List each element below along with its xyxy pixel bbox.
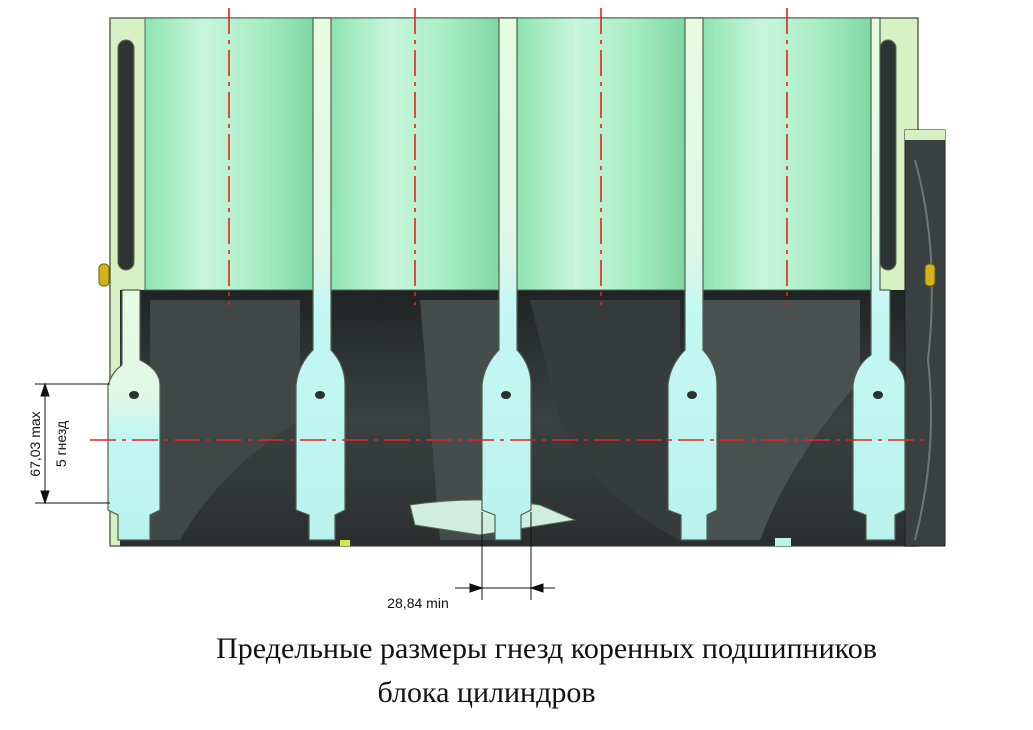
bearing-web-3 — [481, 17, 532, 541]
bearing-web-4 — [667, 17, 718, 541]
caption-line-2: блока цилиндров — [377, 676, 596, 709]
oil-holes — [129, 391, 883, 399]
centerlines — [90, 8, 925, 441]
bearing-web-5 — [852, 17, 906, 541]
dimension-width — [455, 512, 555, 600]
dimension-height-label: 5 гнезд — [53, 421, 69, 467]
dimension-height-value: 67,03 max — [27, 411, 43, 476]
dimension-width-value: 28,84 min — [387, 595, 448, 611]
dimension-height — [35, 382, 110, 505]
bearing-web-2 — [295, 17, 346, 541]
main-bearing-webs — [107, 17, 906, 541]
caption-line-1: Предельные размеры гнезд коренных подшип… — [216, 632, 877, 665]
bearing-web-1 — [107, 289, 161, 541]
